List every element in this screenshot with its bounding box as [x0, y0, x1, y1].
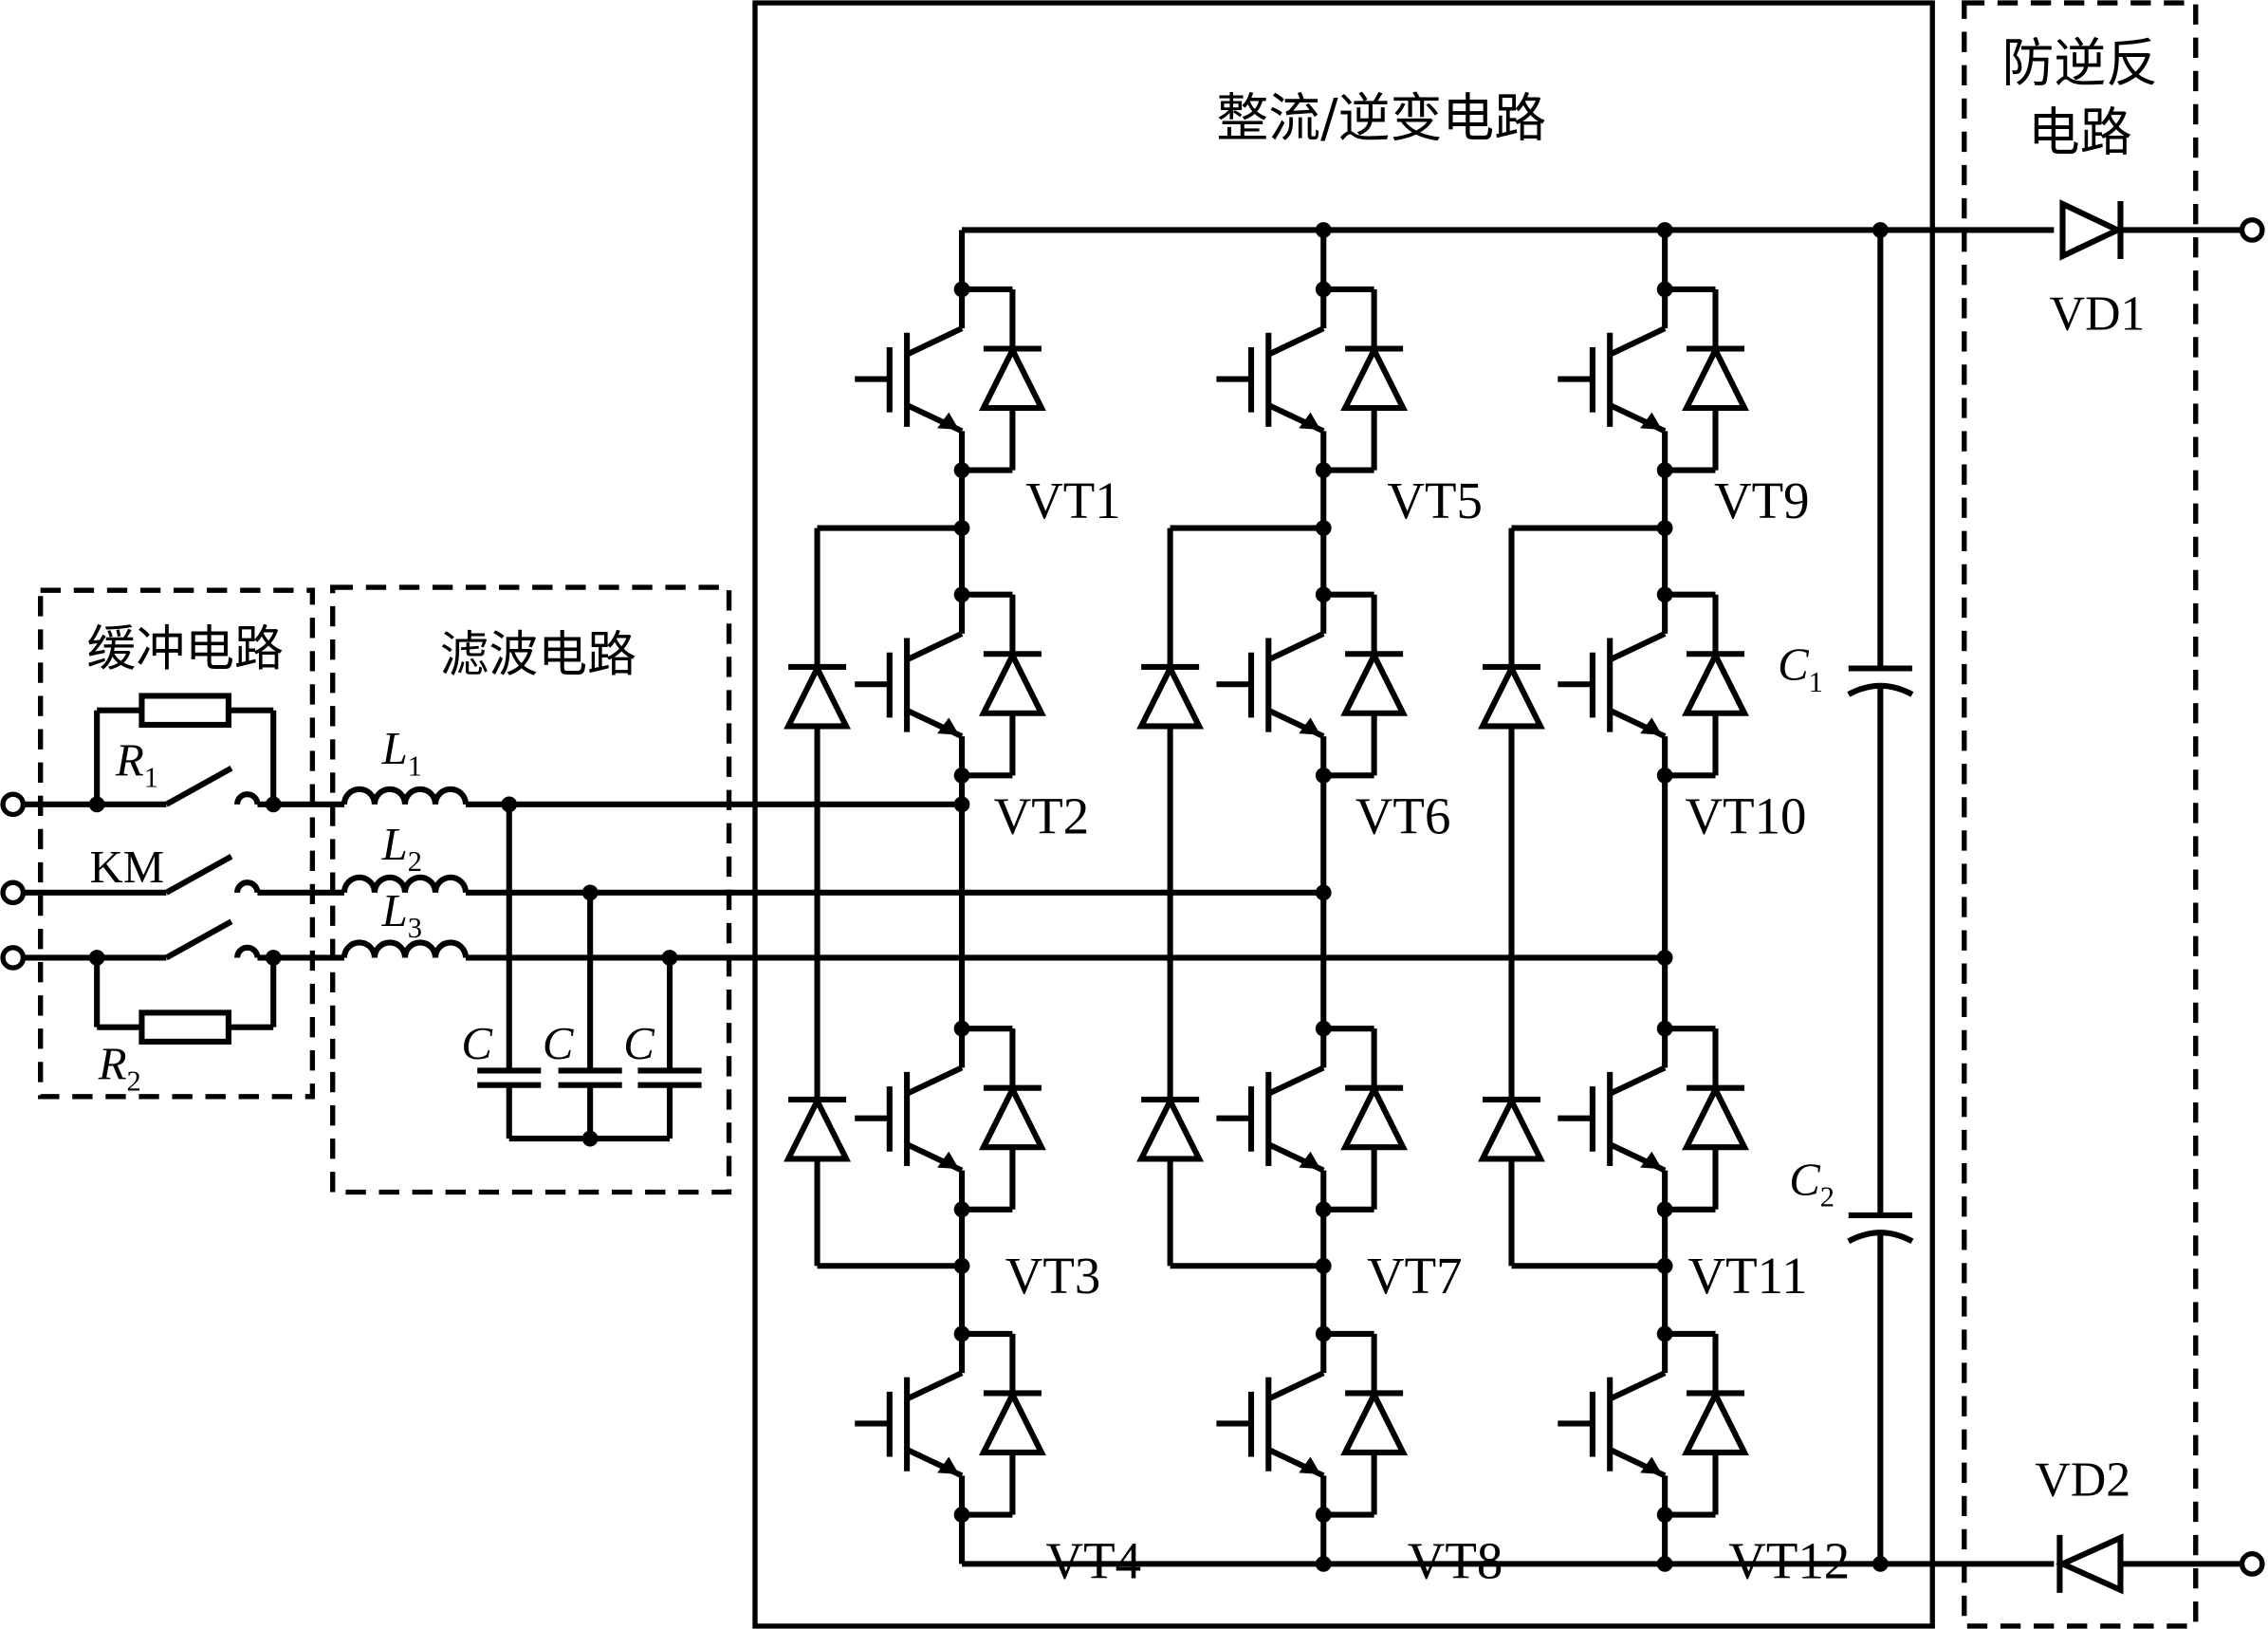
vt2-label: VT2 — [994, 787, 1090, 844]
input-terminal-a — [0, 791, 27, 818]
l1-label: L1 — [381, 723, 422, 782]
input-terminal-b — [0, 879, 27, 906]
igbt-vt6: VT6 — [1216, 586, 1450, 844]
leg-3 — [1508, 230, 1673, 1564]
leg-2 — [1167, 230, 1332, 1564]
c1-label: C1 — [1778, 639, 1823, 698]
vt1-label: VT1 — [1025, 472, 1121, 529]
clamp-diode-3 — [1136, 661, 1205, 730]
c2-label: C2 — [1789, 1155, 1835, 1213]
inductor-l1 — [341, 786, 470, 805]
vt9-label: VT9 — [1714, 472, 1810, 529]
clamp-diode-2 — [784, 1094, 851, 1162]
clamp-diode-4 — [1136, 1094, 1205, 1162]
filter-capacitors — [477, 796, 702, 1147]
vt10-label: VT10 — [1685, 787, 1806, 844]
dc-link-capacitors — [1847, 230, 1914, 1564]
igbt-vt2: VT2 — [855, 586, 1089, 844]
buffer-junctions — [88, 796, 282, 966]
vd1-label: VD1 — [2050, 287, 2146, 342]
igbt-vt1: VT1 — [855, 281, 1121, 529]
resistor-r2 — [94, 957, 277, 1045]
filter-block-title: 滤波电路 — [440, 627, 636, 684]
converter-block — [752, 0, 1935, 1629]
leg-1 — [814, 230, 970, 1564]
igbt-vt7: VT7 — [1216, 1020, 1463, 1305]
anti-reverse-title-line1: 防逆反 — [2001, 32, 2158, 93]
vd2-label: VD2 — [2035, 1453, 2130, 1508]
igbt-vt8: VT8 — [1216, 1325, 1503, 1590]
km-contact-c — [97, 918, 344, 961]
vt8-label: VT8 — [1408, 1532, 1503, 1590]
igbt-vt5: VT5 — [1216, 281, 1483, 529]
filter-cap-label-2: C — [543, 1018, 574, 1069]
l2-label: L2 — [381, 819, 422, 878]
igbt-vt3: VT3 — [855, 1020, 1101, 1305]
diode-vd1 — [2059, 199, 2125, 261]
inductor-l2 — [341, 874, 470, 894]
filter-cap-label-3: C — [623, 1018, 655, 1069]
vt3-label: VT3 — [1005, 1247, 1101, 1305]
filter-cap-label-1: C — [461, 1018, 492, 1069]
input-terminals — [0, 791, 167, 971]
vt4-label: VT4 — [1045, 1532, 1141, 1590]
km-contact-b — [164, 854, 344, 896]
inductor-l3 — [341, 939, 470, 958]
igbt-vt12: VT12 — [1558, 1325, 1850, 1590]
km-label: KM — [90, 842, 165, 893]
anti-reverse-title-line2: 电路 — [2028, 102, 2132, 163]
vt12-label: VT12 — [1728, 1532, 1850, 1590]
clamp-diode-6 — [1478, 1094, 1545, 1162]
resistor-r1 — [94, 693, 277, 805]
vt6-label: VT6 — [1355, 787, 1451, 844]
vt7-label: VT7 — [1367, 1247, 1463, 1305]
r1-label: R1 — [115, 734, 158, 793]
dc-bus — [962, 217, 2265, 1577]
input-terminal-c — [0, 945, 27, 971]
vt5-label: VT5 — [1387, 472, 1483, 529]
l3-label: L3 — [381, 885, 422, 944]
igbt-vt4: VT4 — [855, 1325, 1141, 1590]
r2-label: R2 — [98, 1039, 141, 1098]
diode-vd2 — [2056, 1533, 2124, 1595]
anti-reverse-block — [1962, 0, 2199, 1629]
converter-block-title: 整流/逆变电路 — [1216, 87, 1546, 148]
igbt-vt9: VT9 — [1558, 281, 1810, 529]
vt11-label: VT11 — [1688, 1247, 1808, 1305]
buffer-block — [38, 587, 316, 1100]
clamp-diode-1 — [784, 661, 851, 730]
clamp-diode-5 — [1478, 661, 1545, 730]
igbt-vt10: VT10 — [1558, 586, 1807, 844]
buffer-block-title: 缓冲电路 — [87, 620, 284, 677]
igbt-vt11: VT11 — [1558, 1020, 1808, 1305]
